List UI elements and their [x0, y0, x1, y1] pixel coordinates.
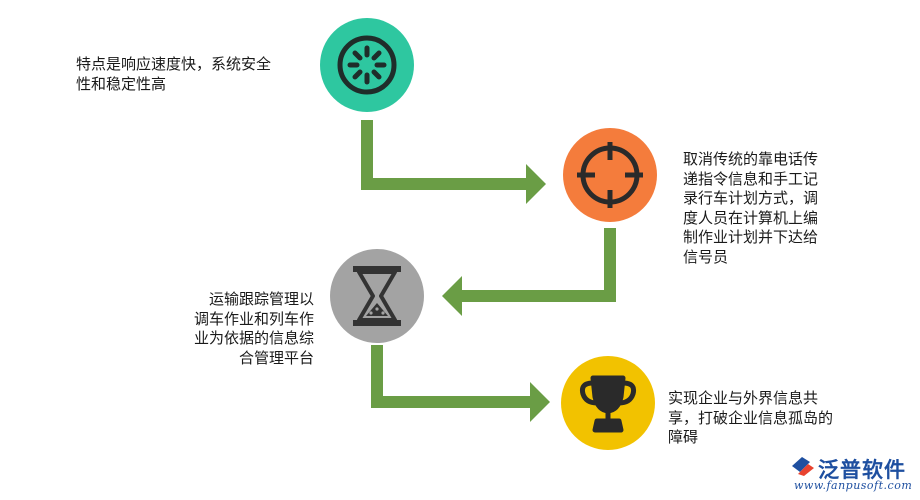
step-2-text: 取消传统的靠电话传 递指令信息和手工记 录行车计划方式，调 度人员在计算机上编 … [683, 150, 819, 266]
step-1-circle [320, 18, 414, 112]
connector-arrow-2 [442, 228, 616, 316]
connector-arrow-3 [371, 345, 550, 422]
crosshair-target-icon [577, 142, 643, 208]
hourglass-icon [353, 266, 401, 326]
trophy-icon [580, 375, 636, 433]
step-2-circle [563, 128, 657, 222]
step-4-node [561, 356, 655, 450]
loading-spinner-icon [337, 35, 397, 95]
watermark-logo: 泛普软件 www.fanpusoft.com [788, 452, 918, 498]
watermark-url: www.fanpusoft.com [794, 479, 913, 492]
connector-arrow-1 [361, 120, 546, 204]
fanpu-logo-icon [792, 457, 814, 476]
step-1-node [320, 18, 414, 112]
watermark-name: 泛普软件 [818, 458, 906, 482]
step-3-circle [330, 249, 424, 343]
step-4-text: 实现企业与外界信息共 享，打破企业信息孤岛的 障碍 [668, 389, 834, 446]
step-3-node [330, 249, 424, 343]
step-3-text: 运输跟踪管理以 调车作业和列车作 业为依据的信息综 合管理平台 [193, 290, 314, 367]
step-1-text: 特点是响应速度快，系统安全 性和稳定性高 [76, 55, 272, 93]
step-2-node [563, 128, 657, 222]
